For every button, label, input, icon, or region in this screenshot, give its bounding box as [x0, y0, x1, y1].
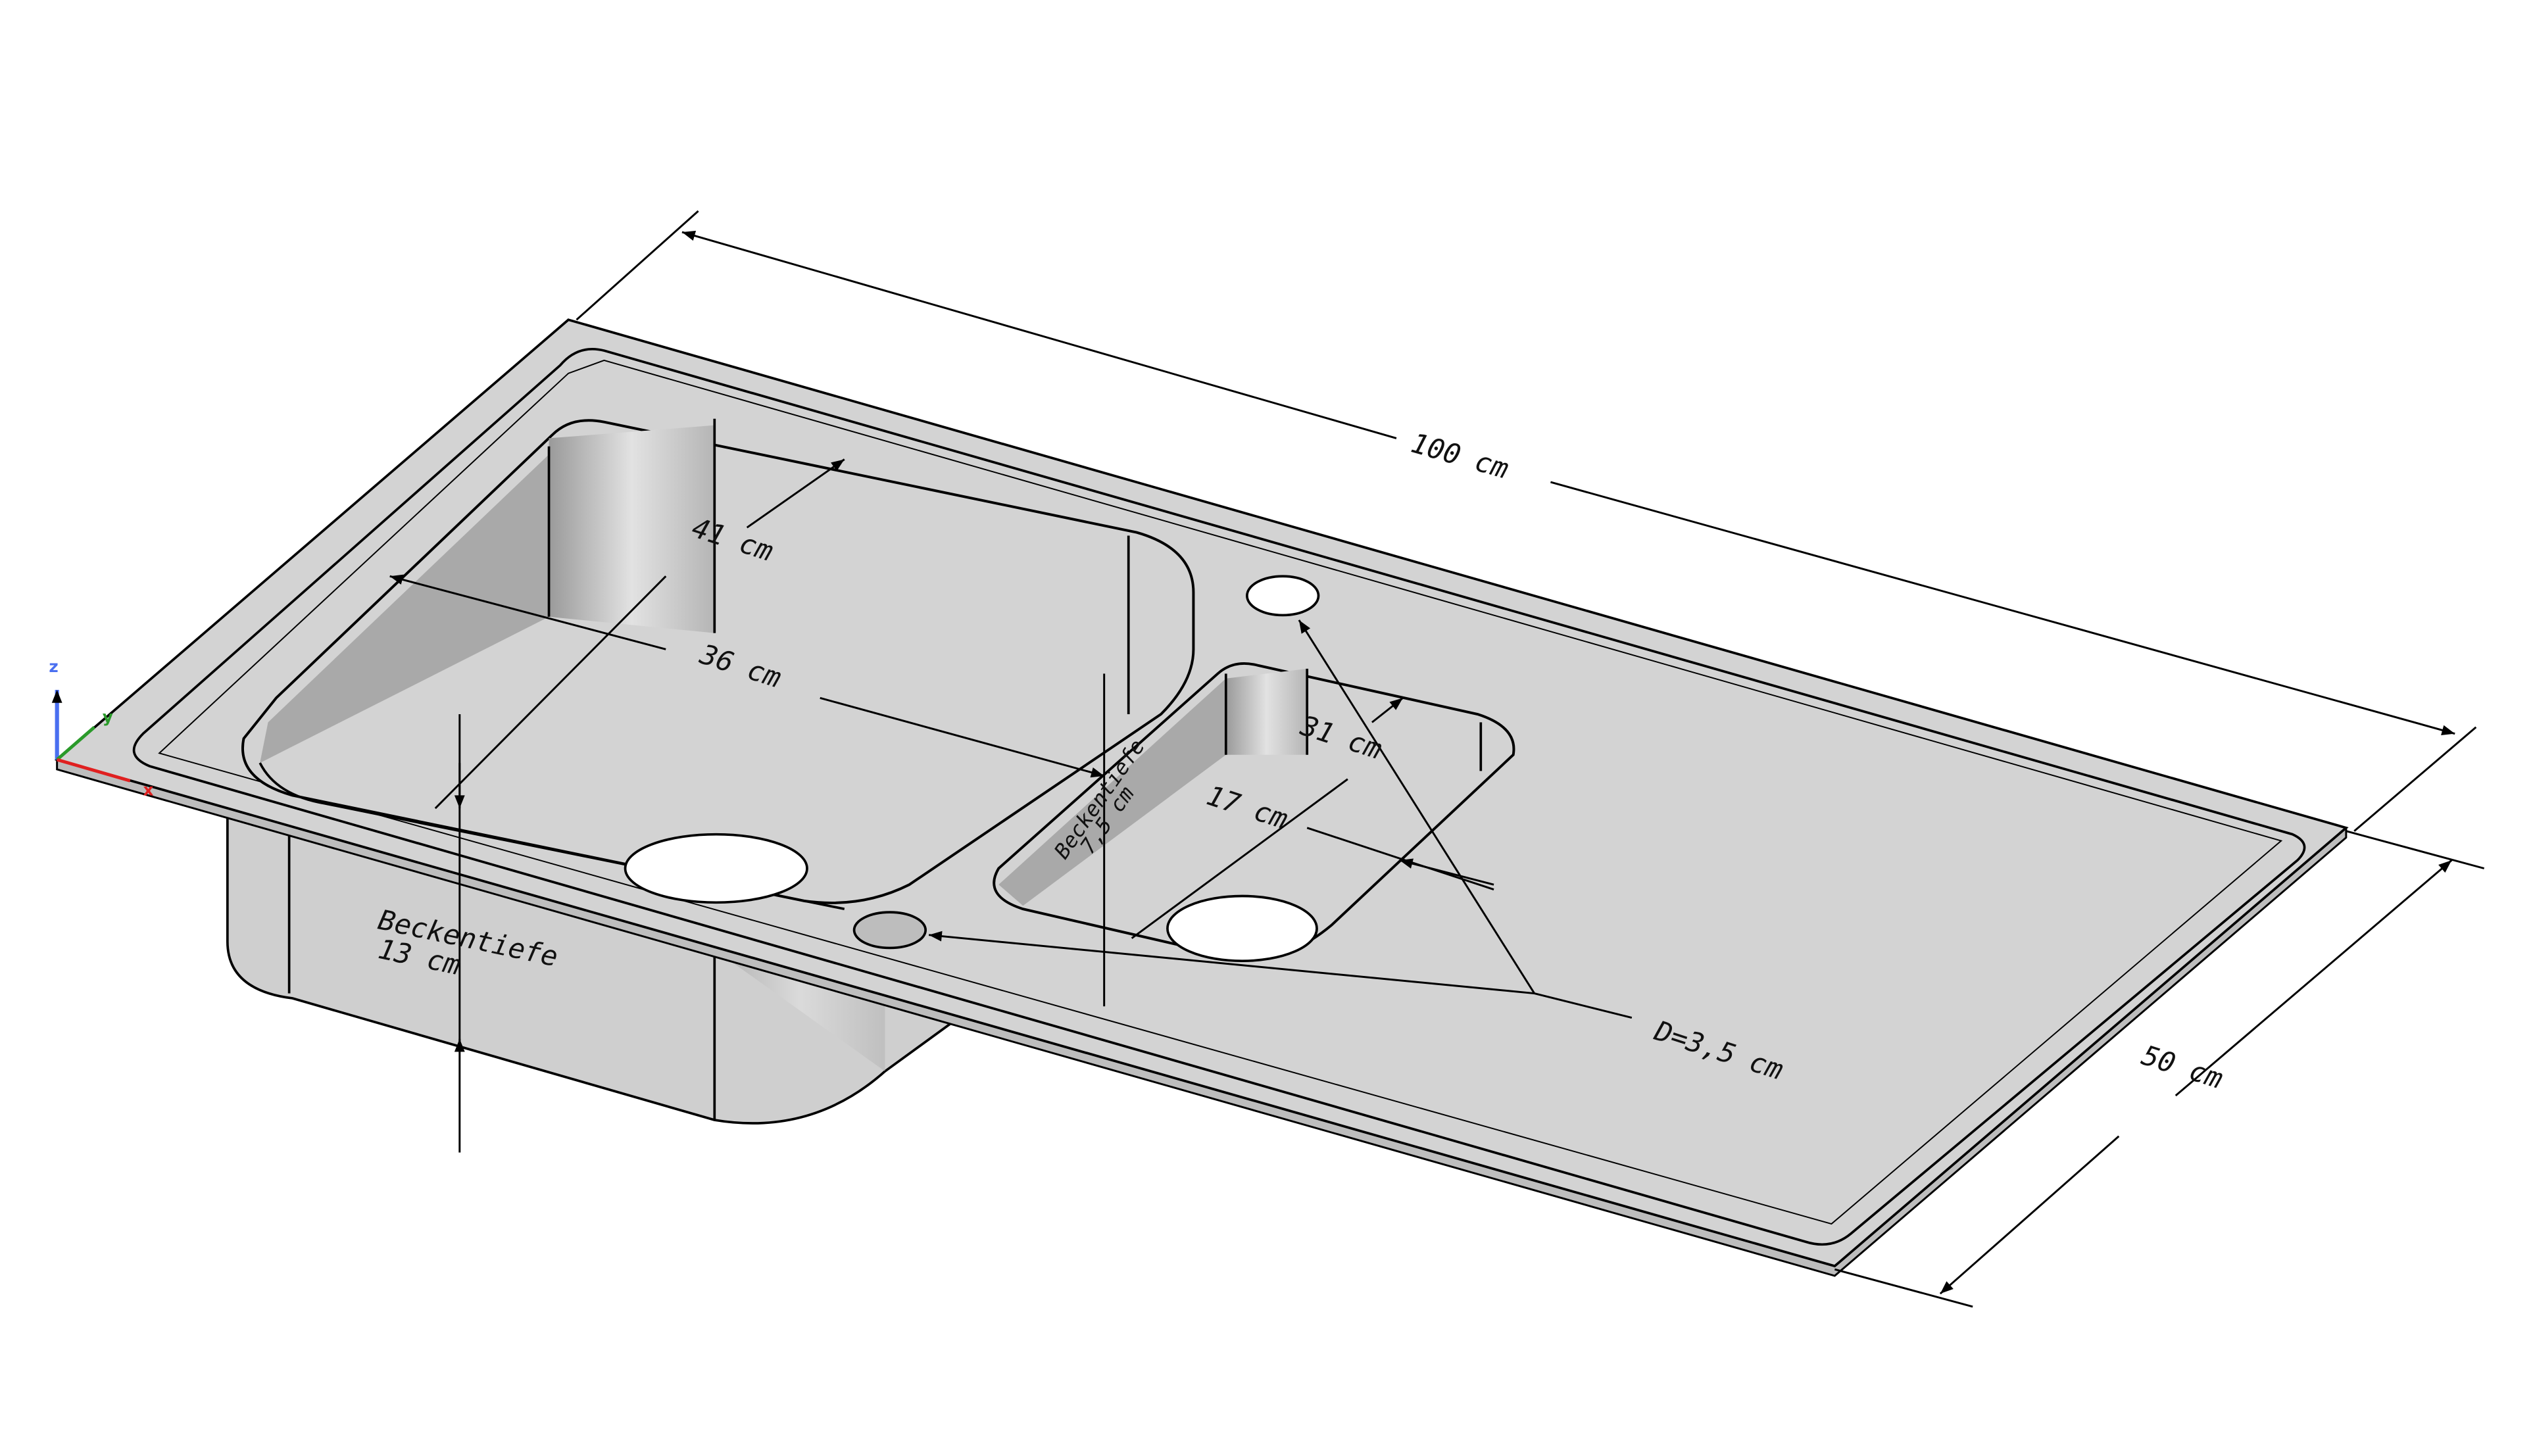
- y-axis-icon: [56, 725, 96, 761]
- y-axis-label: y: [103, 707, 113, 726]
- tap-hole: [1246, 575, 1320, 617]
- dimension-lines: [389, 210, 2485, 1308]
- z-axis-label: z: [49, 657, 58, 676]
- small-bowl-drain: [1166, 894, 1318, 963]
- small-bowl: [993, 662, 1515, 963]
- x-axis-icon: [56, 758, 131, 783]
- axis-triad: z y x: [49, 657, 153, 800]
- overflow-hole: [852, 911, 927, 950]
- large-bowl: [241, 418, 1195, 911]
- dim-length-label: 100 cm: [1408, 427, 1512, 485]
- large-bowl-drain: [624, 833, 808, 904]
- dim-width-label: 50 cm: [2138, 1039, 2226, 1096]
- x-axis-label: x: [143, 780, 153, 799]
